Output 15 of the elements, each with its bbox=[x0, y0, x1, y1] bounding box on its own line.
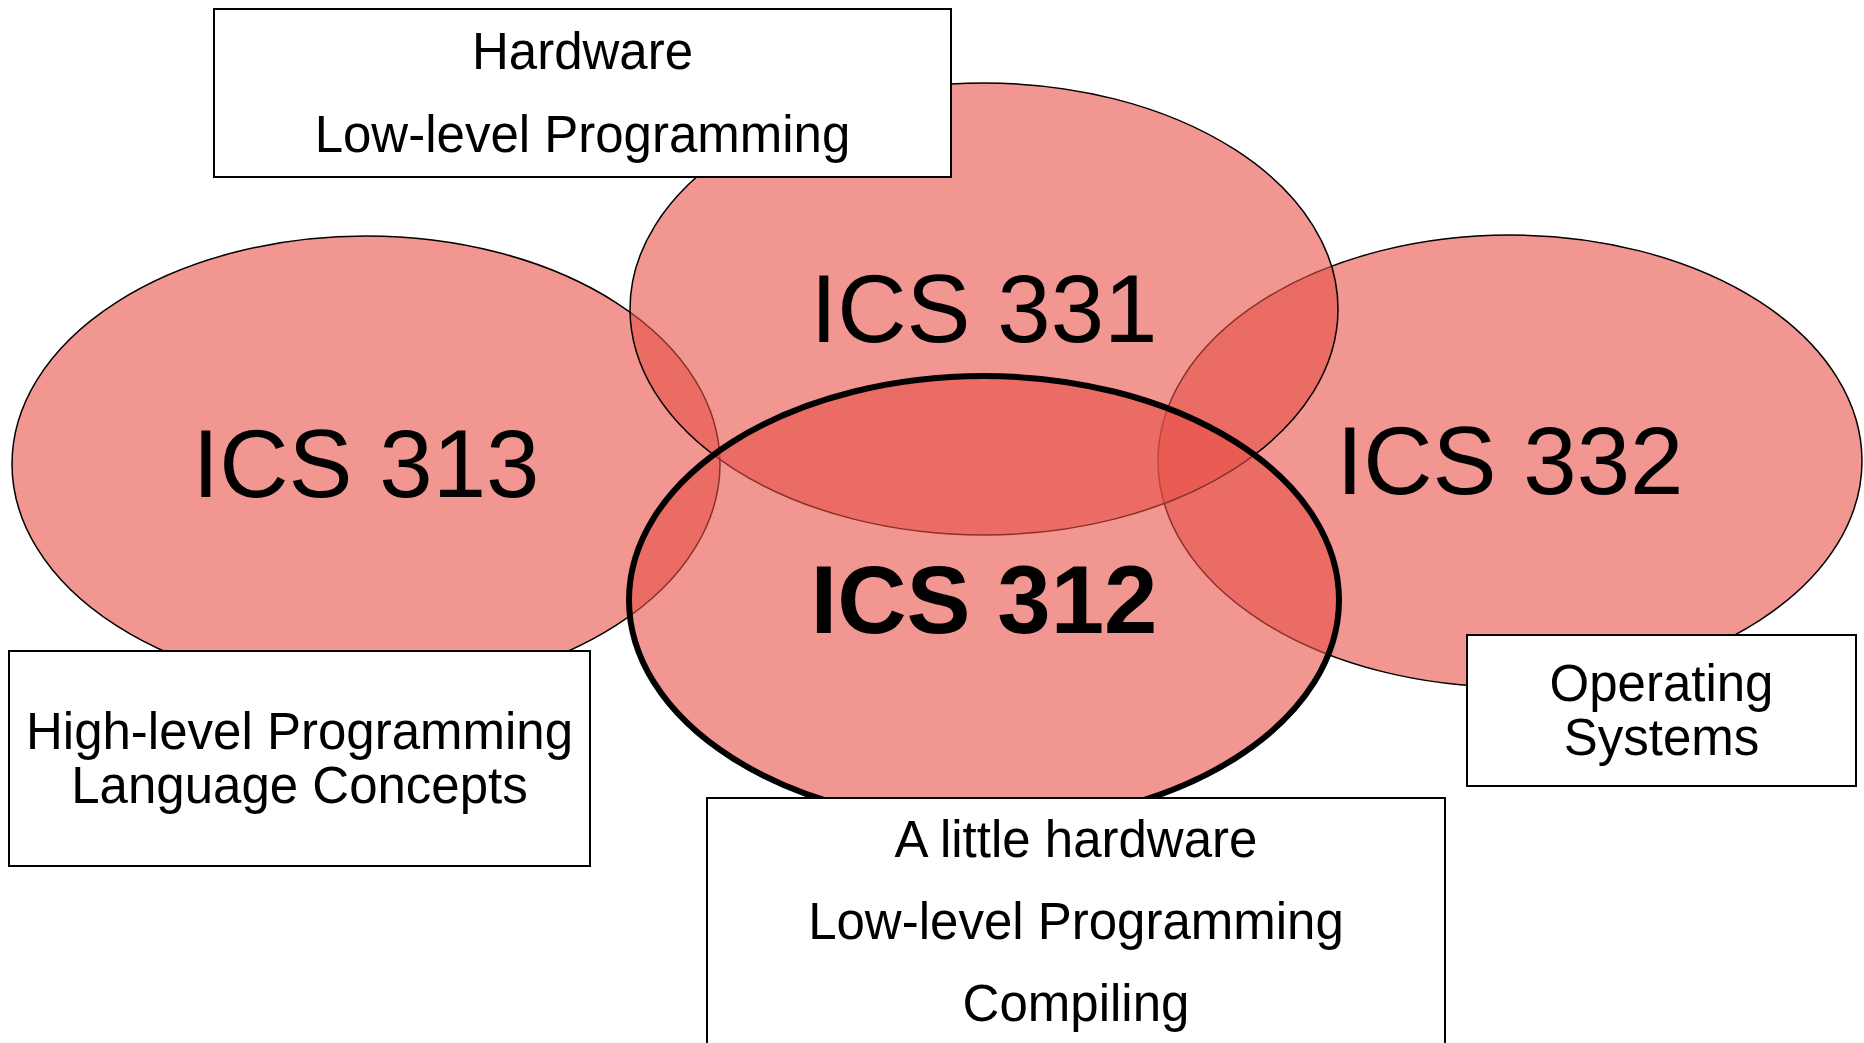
topic-text: Operating Systems bbox=[1548, 656, 1775, 765]
topic-box bbox=[213, 8, 952, 178]
course-code: ICS 312 bbox=[809, 552, 1159, 648]
course-code: ICS 332 bbox=[1335, 413, 1685, 509]
topic-box bbox=[706, 797, 1446, 1043]
topic-text: Compiling bbox=[962, 977, 1190, 1031]
course-code: ICS 331 bbox=[809, 261, 1159, 357]
topic-text: Low-level Programming bbox=[808, 895, 1344, 949]
topic-text: Low-level Programming bbox=[314, 107, 851, 162]
topic-box bbox=[8, 650, 591, 867]
topic-box bbox=[1466, 634, 1857, 787]
topic-text: A little hardware bbox=[894, 813, 1258, 867]
course-code: ICS 313 bbox=[191, 416, 541, 512]
topic-text: Hardware bbox=[471, 24, 694, 79]
topic-text: High-level Programming Language Concepts bbox=[25, 704, 574, 813]
